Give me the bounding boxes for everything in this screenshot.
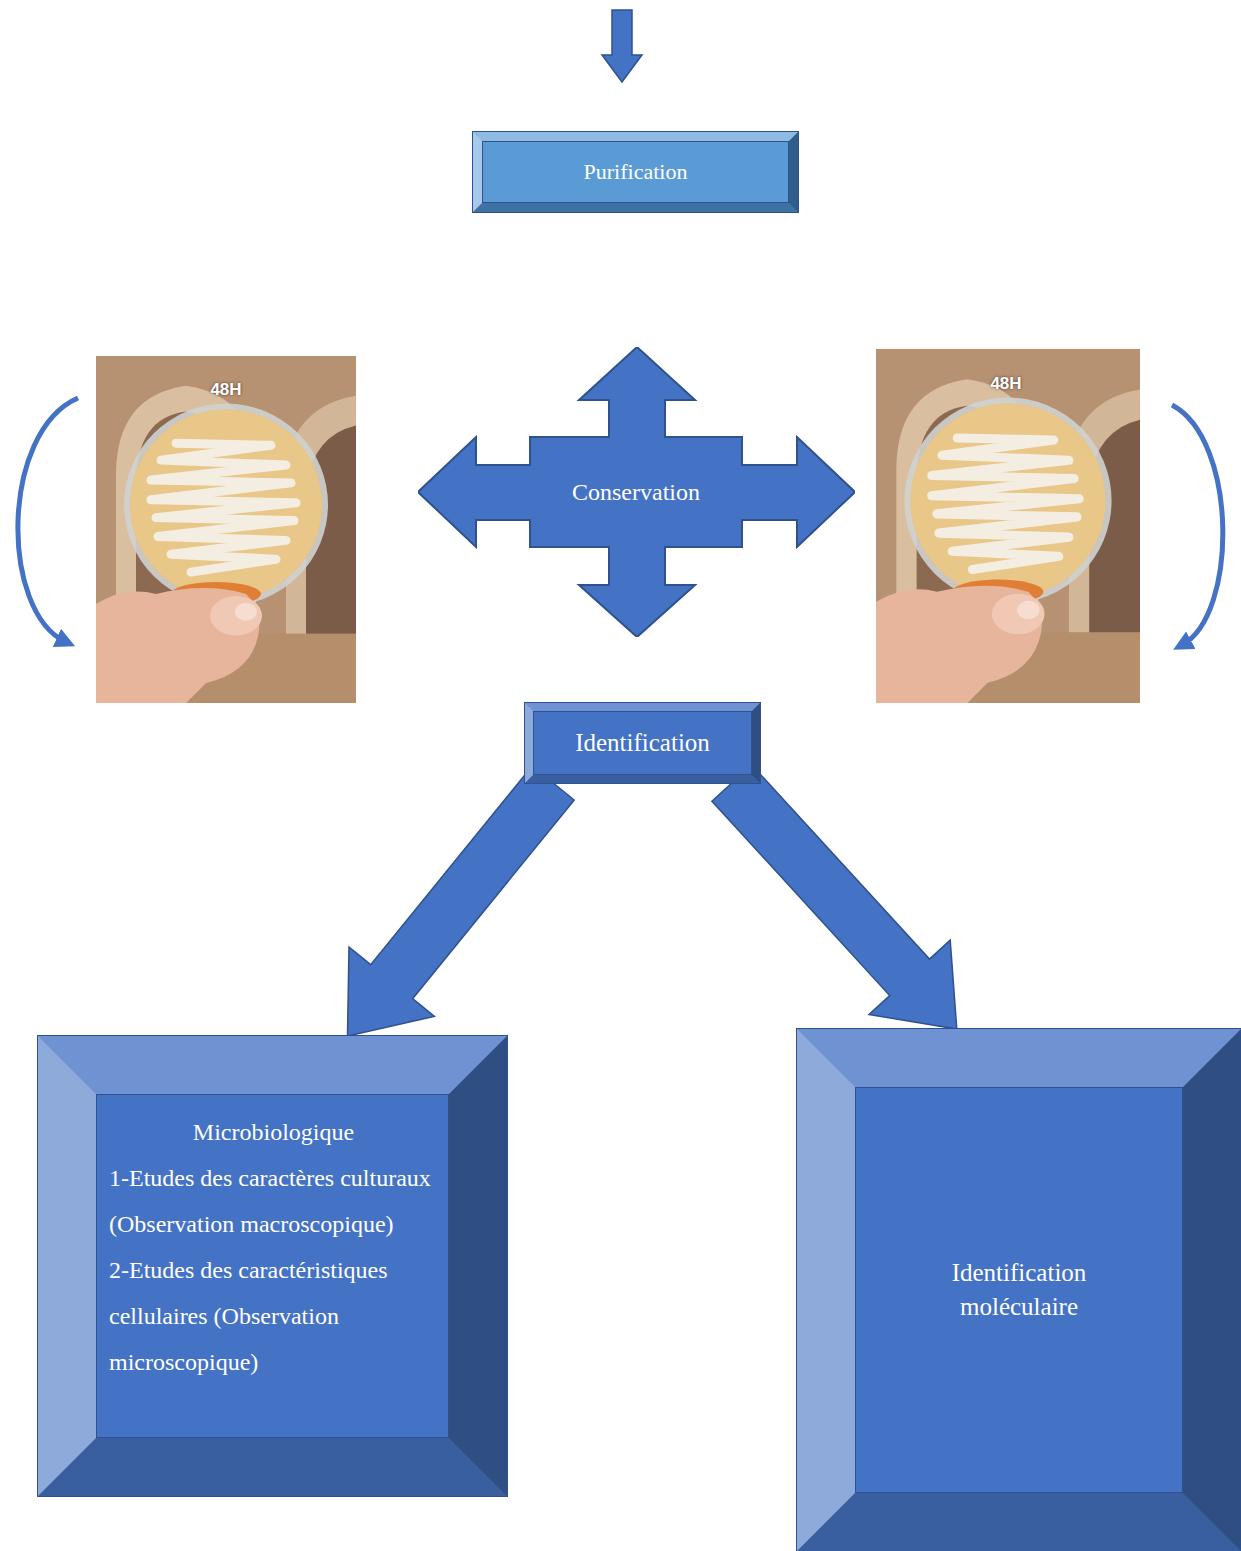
photo-label: 48H: [990, 374, 1021, 394]
box-face: Identification: [533, 711, 752, 775]
node-title: Conservation: [572, 477, 700, 507]
node-title: Purification: [584, 158, 688, 186]
method-box: Identification moléculaire: [797, 1029, 1241, 1551]
process-box: Purification: [473, 132, 798, 212]
method-box: Microbiologique1-Etudes des caractères c…: [38, 1036, 507, 1496]
petri-dish-photo: [96, 356, 356, 703]
process-box: Identification: [525, 703, 760, 783]
cross-arrow-shape: Conservation: [418, 347, 855, 637]
photo-label: 48H: [210, 380, 241, 400]
down-arrow: [602, 10, 642, 82]
petri-dish-photo: [876, 349, 1140, 703]
node-body: 1-Etudes des caractères culturaux (Obser…: [109, 1155, 438, 1247]
block-arrow: [348, 766, 575, 1036]
node-title: Identification: [575, 727, 710, 758]
curved-arrow: [1172, 405, 1223, 645]
block-arrow: [712, 765, 957, 1029]
node-title: Identification moléculaire: [914, 1256, 1124, 1324]
curved-arrow: [18, 398, 78, 642]
node-title: Microbiologique: [109, 1109, 438, 1155]
shape-face: Conservation: [530, 437, 742, 547]
box-face: Purification: [482, 141, 789, 203]
node-body: 2-Etudes des caractéristiques cellulaire…: [109, 1247, 438, 1385]
box-face: Identification moléculaire: [855, 1087, 1183, 1493]
cross-arrow-polygon: [418, 347, 855, 637]
box-face: Microbiologique1-Etudes des caractères c…: [96, 1094, 449, 1438]
